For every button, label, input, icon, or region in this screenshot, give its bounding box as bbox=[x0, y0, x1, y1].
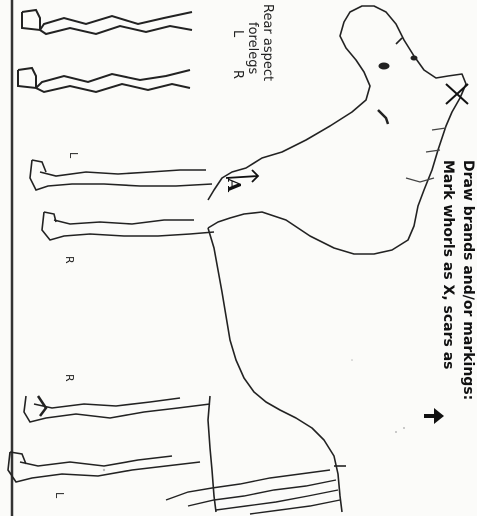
brand-mark: A bbox=[222, 178, 244, 192]
rear-aspect-right-label: R bbox=[229, 70, 245, 79]
leg-label-hind-right: R bbox=[63, 374, 76, 382]
leg-label-front-right: R bbox=[63, 256, 76, 264]
instruction-title: Draw brands and/or markings: bbox=[459, 160, 476, 400]
leg-label-front-left: L bbox=[67, 152, 80, 158]
rear-aspect-left-label: L bbox=[229, 30, 245, 37]
rear-aspect-title: Rear aspect bbox=[259, 4, 275, 81]
rear-aspect-subtitle: forelegs bbox=[244, 22, 260, 74]
leg-label-hind-left: L bbox=[53, 492, 66, 498]
instruction-subtitle: Mark whorls as X, scars as bbox=[439, 160, 456, 370]
